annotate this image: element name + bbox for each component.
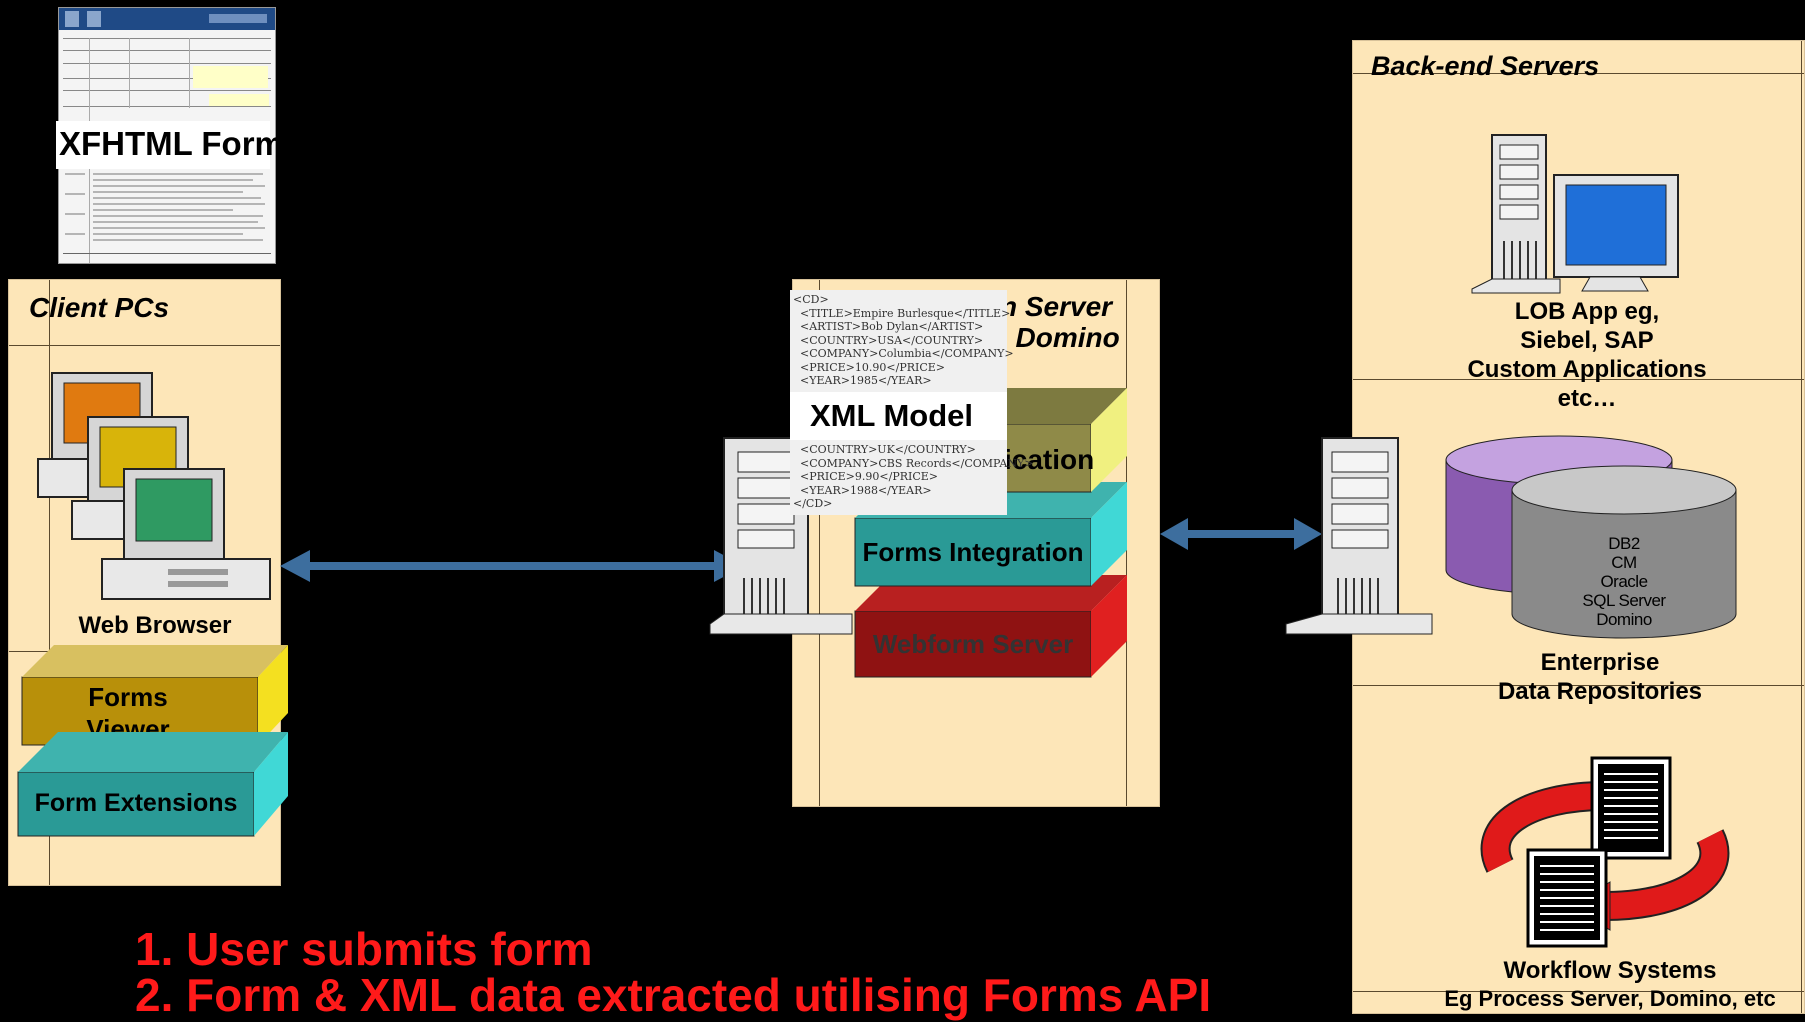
client-computers-icon: [37, 372, 271, 600]
form-thumbnail-label: XFHTML Form: [59, 125, 284, 162]
form-extensions-block: [17, 732, 288, 837]
db-item: Domino: [1596, 610, 1652, 629]
server-backend-arrow: [1160, 518, 1322, 550]
form-document-image: [59, 8, 275, 263]
step-2: 2. Form & XML data extracted utilising F…: [135, 969, 1212, 1021]
xml-snippet-bottom: <COUNTRY>UK</COUNTRY> <COMPANY>CBS Recor…: [793, 443, 1034, 510]
form-label-box: [56, 121, 270, 169]
xml-model-card: <CD> <TITLE>Empire Burlesque</TITLE> <AR…: [790, 290, 1033, 515]
db-item: DB2: [1608, 534, 1640, 553]
lob-label-4: etc…: [1557, 385, 1617, 412]
client-server-arrow: [280, 550, 744, 582]
workflow-cycle-icon: [1480, 756, 1730, 948]
xml-model-title: XML Model: [810, 398, 974, 433]
lob-app-server-icon: [1471, 134, 1679, 294]
webform-server-label: Webform Server: [872, 629, 1074, 659]
backend-servers-title: Back-end Servers: [1371, 51, 1600, 81]
lob-label-3: Custom Applications: [1467, 356, 1707, 383]
form-thumbnail: XFHTML Form: [56, 7, 284, 264]
database-cylinders-icon: [1445, 435, 1737, 639]
repo-label-2: Data Repositories: [1497, 678, 1703, 705]
workflow-label-1: Workflow Systems: [1503, 957, 1717, 984]
form-extensions-label: Form Extensions: [34, 789, 238, 817]
forms-integration-label: Forms Integration: [862, 537, 1084, 567]
web-browser-label: Web Browser: [78, 612, 232, 639]
forms-viewer-block: [21, 645, 288, 746]
client-pcs-title: Client PCs: [29, 292, 170, 323]
server-title-2: , Domino: [1000, 322, 1120, 353]
xml-snippet-top: <CD> <TITLE>Empire Burlesque</TITLE> <AR…: [793, 293, 1014, 387]
server-title-1: n Server: [1000, 291, 1113, 322]
database-list: DB2 CM Oracle SQL Server Domino: [1512, 534, 1736, 629]
forms-viewer-label-1: Forms: [88, 682, 168, 712]
lob-label-2: Siebel, SAP: [1520, 327, 1654, 354]
lob-label-1: LOB App eg,: [1514, 298, 1660, 325]
step-1: 1. User submits form: [135, 923, 593, 975]
server-tower-icon: [709, 437, 853, 635]
db-item: CM: [1611, 553, 1637, 572]
db-item: SQL Server: [1582, 591, 1666, 610]
workflow-label-2: Eg Process Server, Domino, etc: [1444, 986, 1776, 1011]
db-item: Oracle: [1600, 572, 1648, 591]
application-label: ication: [1004, 444, 1095, 475]
webform-server-block: [854, 575, 1127, 678]
backend-server-tower-icon: [1285, 437, 1433, 635]
xml-model-title-box: [790, 392, 1007, 440]
repo-label-1: Enterprise: [1540, 649, 1660, 676]
